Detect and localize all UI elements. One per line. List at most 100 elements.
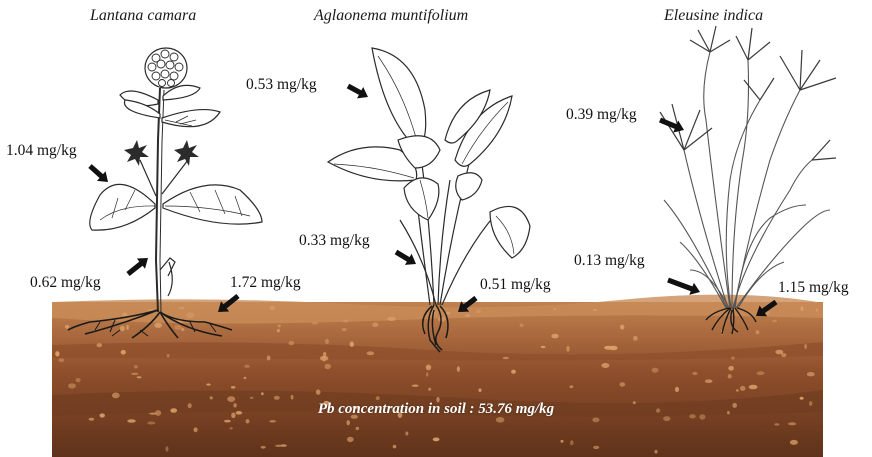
plant-title-eleusine: Eleusine indica [664, 7, 763, 25]
soil-pebble [224, 420, 231, 423]
lantana-root-label: 1.72 mg/kg [230, 274, 301, 292]
soil-pebble [800, 397, 804, 400]
lantana-leaf-label: 1.04 mg/kg [6, 142, 77, 160]
soil-pebble [206, 384, 210, 386]
aglaonema-root-label: 0.51 mg/kg [480, 276, 551, 294]
soil-pebble [289, 341, 295, 345]
soil-pebble [131, 373, 138, 375]
eleusine-root-label: 1.15 mg/kg [778, 279, 849, 297]
soil-pebble [325, 339, 329, 344]
soil-pebble [619, 382, 625, 386]
soil-pebble [705, 379, 713, 383]
soil-pebble [731, 357, 735, 360]
soil-pebble [566, 346, 569, 352]
soil-pebble [194, 427, 198, 432]
soil-pebble [261, 392, 263, 395]
soil-pebble [244, 377, 247, 379]
arrow-lantana-leaf [88, 164, 108, 182]
soil-pebble [167, 354, 170, 357]
eleusine-stem-label: 0.13 mg/kg [574, 252, 645, 270]
soil-pebble [112, 393, 120, 399]
soil-pebble [774, 423, 779, 425]
soil-pebble [342, 328, 347, 331]
soil-pebble [593, 446, 599, 449]
arrow-eleusine-stem [667, 278, 700, 295]
soil-pebble [58, 358, 64, 362]
soil-pebble [134, 365, 138, 369]
plant-title-lantana: Lantana camara [90, 7, 196, 25]
soil-pebble [740, 386, 746, 391]
soil-pebble [511, 370, 516, 374]
soil-pebble [757, 371, 765, 375]
soil-pebble [316, 389, 321, 394]
soil-pebble [147, 422, 155, 425]
soil-pebble [478, 388, 481, 392]
soil-pebble [55, 351, 59, 356]
soil-pebble [274, 396, 280, 400]
aglaonema-stem-label: 0.33 mg/kg [299, 232, 370, 250]
soil-pebble [593, 309, 597, 311]
soil-pebble [412, 385, 419, 387]
soil-pebble [756, 330, 760, 334]
soil-pebble [120, 326, 125, 332]
soil-pebble [291, 395, 294, 400]
soil-pebble [97, 343, 103, 347]
arrow-aglaonema-leaf [347, 84, 368, 99]
soil-pebble [604, 346, 613, 350]
soil-pebble [675, 387, 679, 392]
soil-pebble [270, 306, 275, 311]
soil-pebble [68, 383, 76, 388]
soil-pebble [728, 366, 734, 371]
soil-pebble [387, 317, 396, 321]
soil-pebble [76, 378, 81, 382]
soil-pebble [654, 450, 657, 454]
soil-pebble [503, 357, 509, 359]
soil-pebble [736, 389, 739, 392]
plant-title-aglaonema: Aglaonema muntifolium [314, 7, 468, 25]
lantana-stem-label: 0.62 mg/kg [30, 274, 101, 292]
soil-pebble [804, 344, 807, 349]
soil-pebble [372, 322, 378, 327]
arrow-lantana-stem [126, 258, 148, 276]
soil-pebble [816, 309, 819, 312]
soil-pebble [465, 314, 470, 317]
soil-pebble [807, 372, 815, 376]
soil-pebble [121, 350, 126, 355]
soil-pebble [433, 438, 440, 442]
soil-pebble [174, 325, 182, 330]
soil-pebble [788, 422, 796, 425]
soil-pebble [250, 397, 253, 399]
soil-pebble [541, 346, 546, 348]
soil-pebble [320, 356, 329, 361]
soil-pebble [520, 323, 524, 327]
soil-pebble [278, 325, 281, 328]
soil-pebble [229, 427, 232, 429]
soil-pebble [438, 317, 446, 321]
soil-pebble [269, 420, 276, 422]
soil-pebble [186, 312, 194, 318]
lantana-flower-head [145, 48, 187, 88]
soil-pebble [551, 334, 558, 339]
soil-pebble [652, 368, 659, 373]
soil-pebble [324, 364, 331, 369]
soil-pebble [244, 365, 250, 368]
soil-pebble [277, 329, 280, 332]
soil-pebble [275, 445, 282, 447]
soil-pebble [426, 365, 431, 371]
soil-pebble [127, 419, 135, 423]
soil-pebble [347, 437, 354, 442]
soil-pebble [356, 427, 360, 430]
soil-pebble [393, 445, 397, 449]
soil-pebble [65, 325, 69, 329]
soil-pebble [569, 385, 573, 388]
soil-pebble [267, 356, 271, 361]
soil-pebble [561, 440, 564, 443]
soil-pebble [601, 363, 609, 368]
soil-pebble [367, 351, 375, 355]
soil-pebble [749, 385, 758, 390]
arrow-aglaonema-stem [395, 250, 416, 265]
soil-pebble [343, 320, 349, 323]
eleusine-leaf-label: 0.39 mg/kg [566, 106, 637, 124]
